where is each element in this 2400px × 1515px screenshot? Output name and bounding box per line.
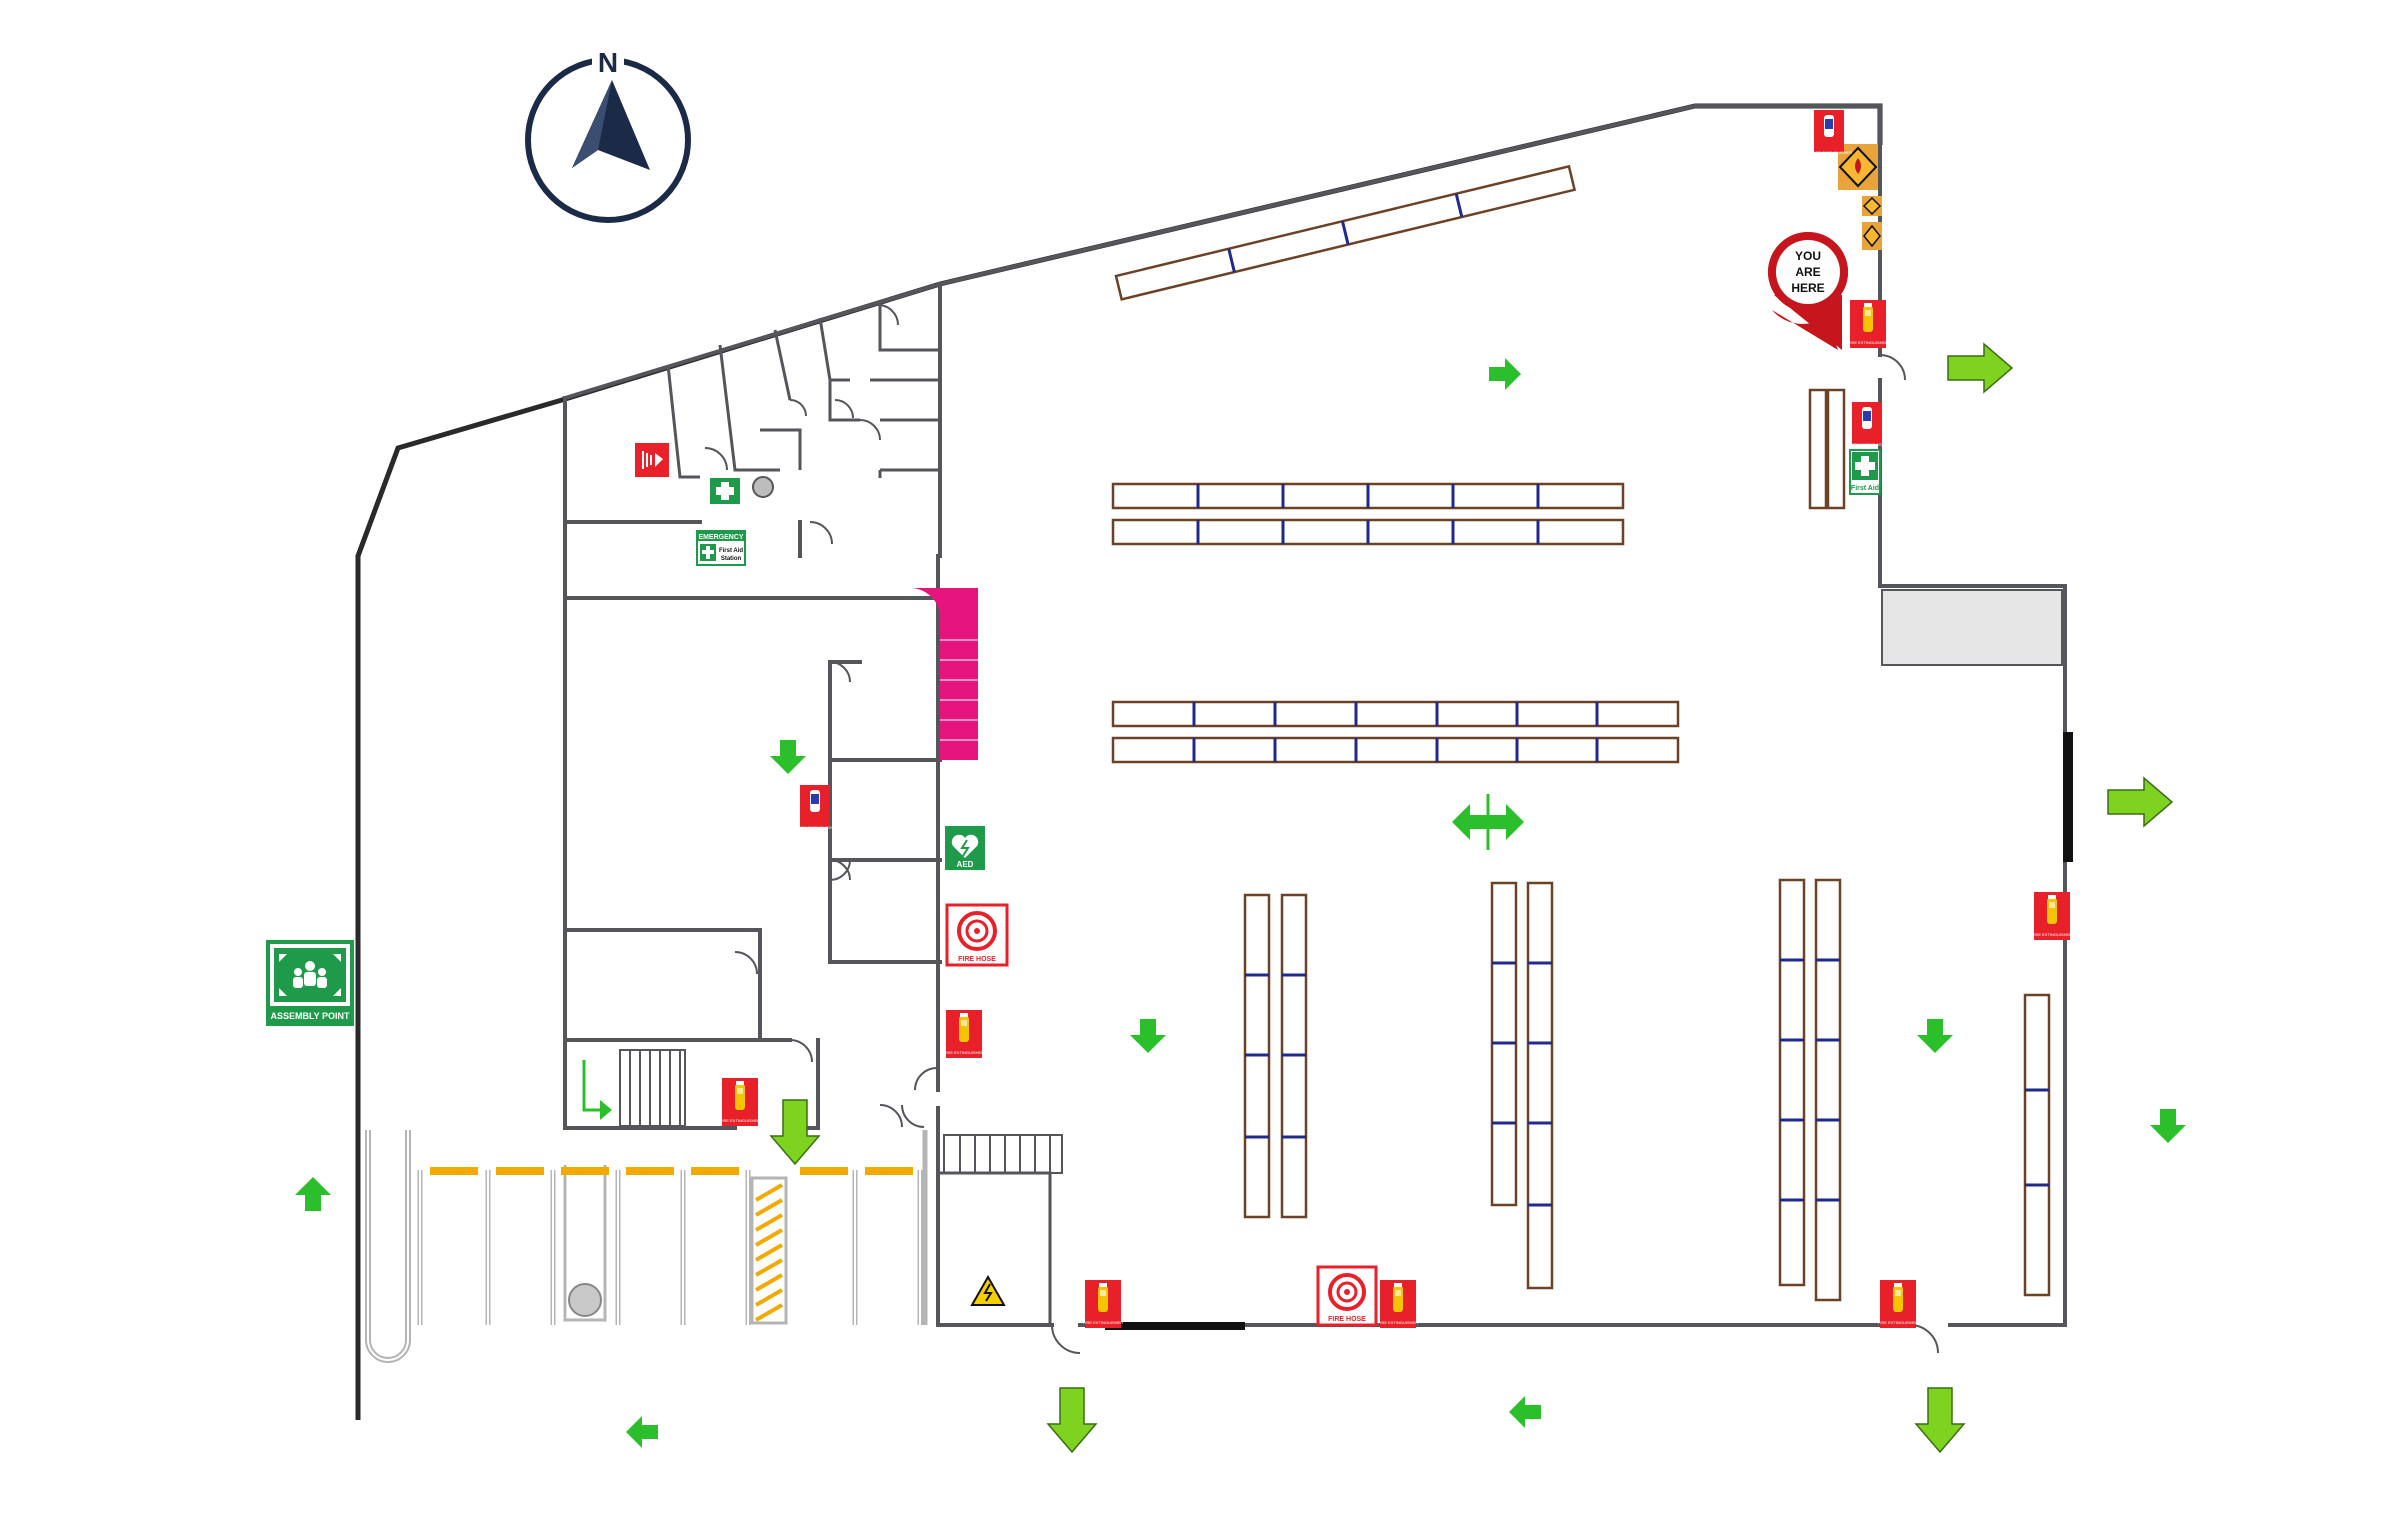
exit-arrow-down-icon <box>1914 1387 1966 1454</box>
racking-vertical-c <box>1778 878 1842 1302</box>
direction-arrow-down-icon <box>1917 1019 1953 1053</box>
fire-extinguisher-label: FIRE EXTINGUISHER <box>798 825 838 830</box>
fire-extinguisher-sign: FIRE EXTINGUISHER <box>1083 1280 1123 1328</box>
assembly-point-sign: ASSEMBLY POINT <box>266 940 354 1026</box>
fire-extinguisher-label: FIRE EXTINGUISHER <box>1848 340 1888 345</box>
fire-extinguisher-sign: FIRE EXTINGUISHER <box>2032 892 2072 940</box>
direction-arrow-bidirectional-icon <box>1452 794 1524 850</box>
direction-arrow-down-icon <box>1130 1019 1166 1053</box>
assembly-point-label: ASSEMBLY POINT <box>270 1011 350 1021</box>
fire-extinguisher-label: FIRE EXTINGUISHER <box>1812 150 1852 155</box>
fire-extinguisher-label: FIRE EXTINGUISHER <box>1850 442 1890 447</box>
aed-heart-icon <box>951 834 979 858</box>
fire-extinguisher-label: FIRE EXTINGUISHER <box>1083 1320 1123 1325</box>
first-aid-east-label: First Aid <box>1851 485 1879 492</box>
floor-drain-icon <box>752 476 774 498</box>
fire-extinguisher-sign: FIRE EXTINGUISHER <box>1848 300 1888 348</box>
fire-extinguisher-sign: FIRE EXTINGUISHER <box>1850 402 1890 447</box>
fire-extinguisher-sign: FIRE EXTINGUISHER <box>1812 110 1852 155</box>
racking-row-2 <box>1111 700 1680 764</box>
assembly-people-icon <box>279 954 341 996</box>
racking-north-diagonal <box>1114 164 1577 301</box>
fire-hose-label: FIRE HOSE <box>958 956 996 963</box>
you-are-here-line2: ARE <box>1795 265 1820 279</box>
exit-arrow-down-icon <box>1046 1387 1098 1454</box>
aed-label: AED <box>957 860 974 869</box>
hose-reel-icon <box>957 911 997 951</box>
fire-alarm-sign <box>635 443 669 477</box>
fire-extinguisher-sign: FIRE EXTINGUISHER <box>1878 1280 1918 1328</box>
hose-reel-icon <box>1328 1273 1366 1311</box>
exit-arrow-right-icon <box>1947 342 2014 394</box>
racking-east-small <box>1808 388 1846 510</box>
first-aid-sign-east: First Aid <box>1849 449 1881 495</box>
fire-hose-label: FIRE HOSE <box>1328 1316 1366 1323</box>
fire-extinguisher-label: FIRE EXTINGUISHER <box>1378 1320 1418 1325</box>
hazard-diamond-icon <box>1862 196 1882 216</box>
fire-extinguisher-label: FIRE EXTINGUISHER <box>2032 932 2072 937</box>
direction-arrow-up-icon <box>295 1177 331 1211</box>
direction-arrow-down-icon <box>2150 1109 2186 1143</box>
you-are-here-line1: YOU <box>1795 249 1821 263</box>
roller-door-south <box>1105 1322 1245 1330</box>
first-aid-station-line2: Station <box>721 556 742 562</box>
fire-hose-reel-sign: FIRE HOSE <box>1316 1265 1378 1327</box>
direction-arrow-down-icon <box>770 740 806 774</box>
external-stairs <box>582 1049 1063 1325</box>
bollard-icon <box>568 1283 602 1317</box>
racking-vertical-a <box>1243 893 1308 1219</box>
exit-arrow-right-icon <box>2107 776 2174 828</box>
north-compass: N <box>525 45 691 223</box>
hazard-diamond-icon <box>1863 224 1881 248</box>
fire-extinguisher-label: FIRE EXTINGUISHER <box>1878 1320 1918 1325</box>
direction-arrow-right-icon <box>1489 358 1521 390</box>
flammable-hazard-signs <box>1838 144 1882 250</box>
fire-extinguisher-sign: FIRE EXTINGUISHER <box>798 785 838 830</box>
fire-extinguisher-sign: FIRE EXTINGUISHER <box>1378 1280 1418 1328</box>
internal-stairs <box>910 587 978 760</box>
fire-extinguisher-sign: FIRE EXTINGUISHER <box>720 1078 760 1126</box>
fire-alarm-icon <box>655 453 663 467</box>
racking-vertical-d <box>2023 993 2051 1297</box>
roller-door-east <box>2063 732 2073 862</box>
racking-row-1 <box>1111 482 1625 546</box>
fire-extinguisher-label: FIRE EXTINGUISHER <box>944 1050 984 1055</box>
fire-extinguisher-sign: FIRE EXTINGUISHER <box>944 1010 984 1058</box>
you-are-here-line3: HERE <box>1791 281 1824 295</box>
direction-arrow-left-icon <box>1509 1396 1541 1428</box>
direction-arrow-left-icon <box>626 1416 658 1448</box>
first-aid-station-line1: First Aid <box>719 548 743 554</box>
racking-vertical-b <box>1490 881 1554 1290</box>
exit-route-marker-icon <box>582 1060 600 1112</box>
fire-extinguisher-label: FIRE EXTINGUISHER <box>720 1118 760 1123</box>
car-park <box>365 1130 928 1363</box>
first-aid-station-sign: EMERGENCY First Aid Station <box>696 530 746 566</box>
exit-arrow-down-icon <box>769 1099 821 1166</box>
electrical-hazard-icon <box>970 1274 1006 1306</box>
compass-north-label: N <box>598 47 618 78</box>
aed-sign: AED <box>945 826 985 870</box>
doors <box>704 304 1939 1354</box>
fire-hose-reel-sign: FIRE HOSE <box>945 903 1009 967</box>
you-are-here-marker: YOU ARE HERE <box>1768 232 1849 350</box>
loading-dock-area <box>1881 589 2063 666</box>
pedestrian-crossing <box>750 1176 788 1325</box>
first-aid-sign <box>710 478 740 504</box>
first-aid-station-header: EMERGENCY <box>698 534 743 541</box>
